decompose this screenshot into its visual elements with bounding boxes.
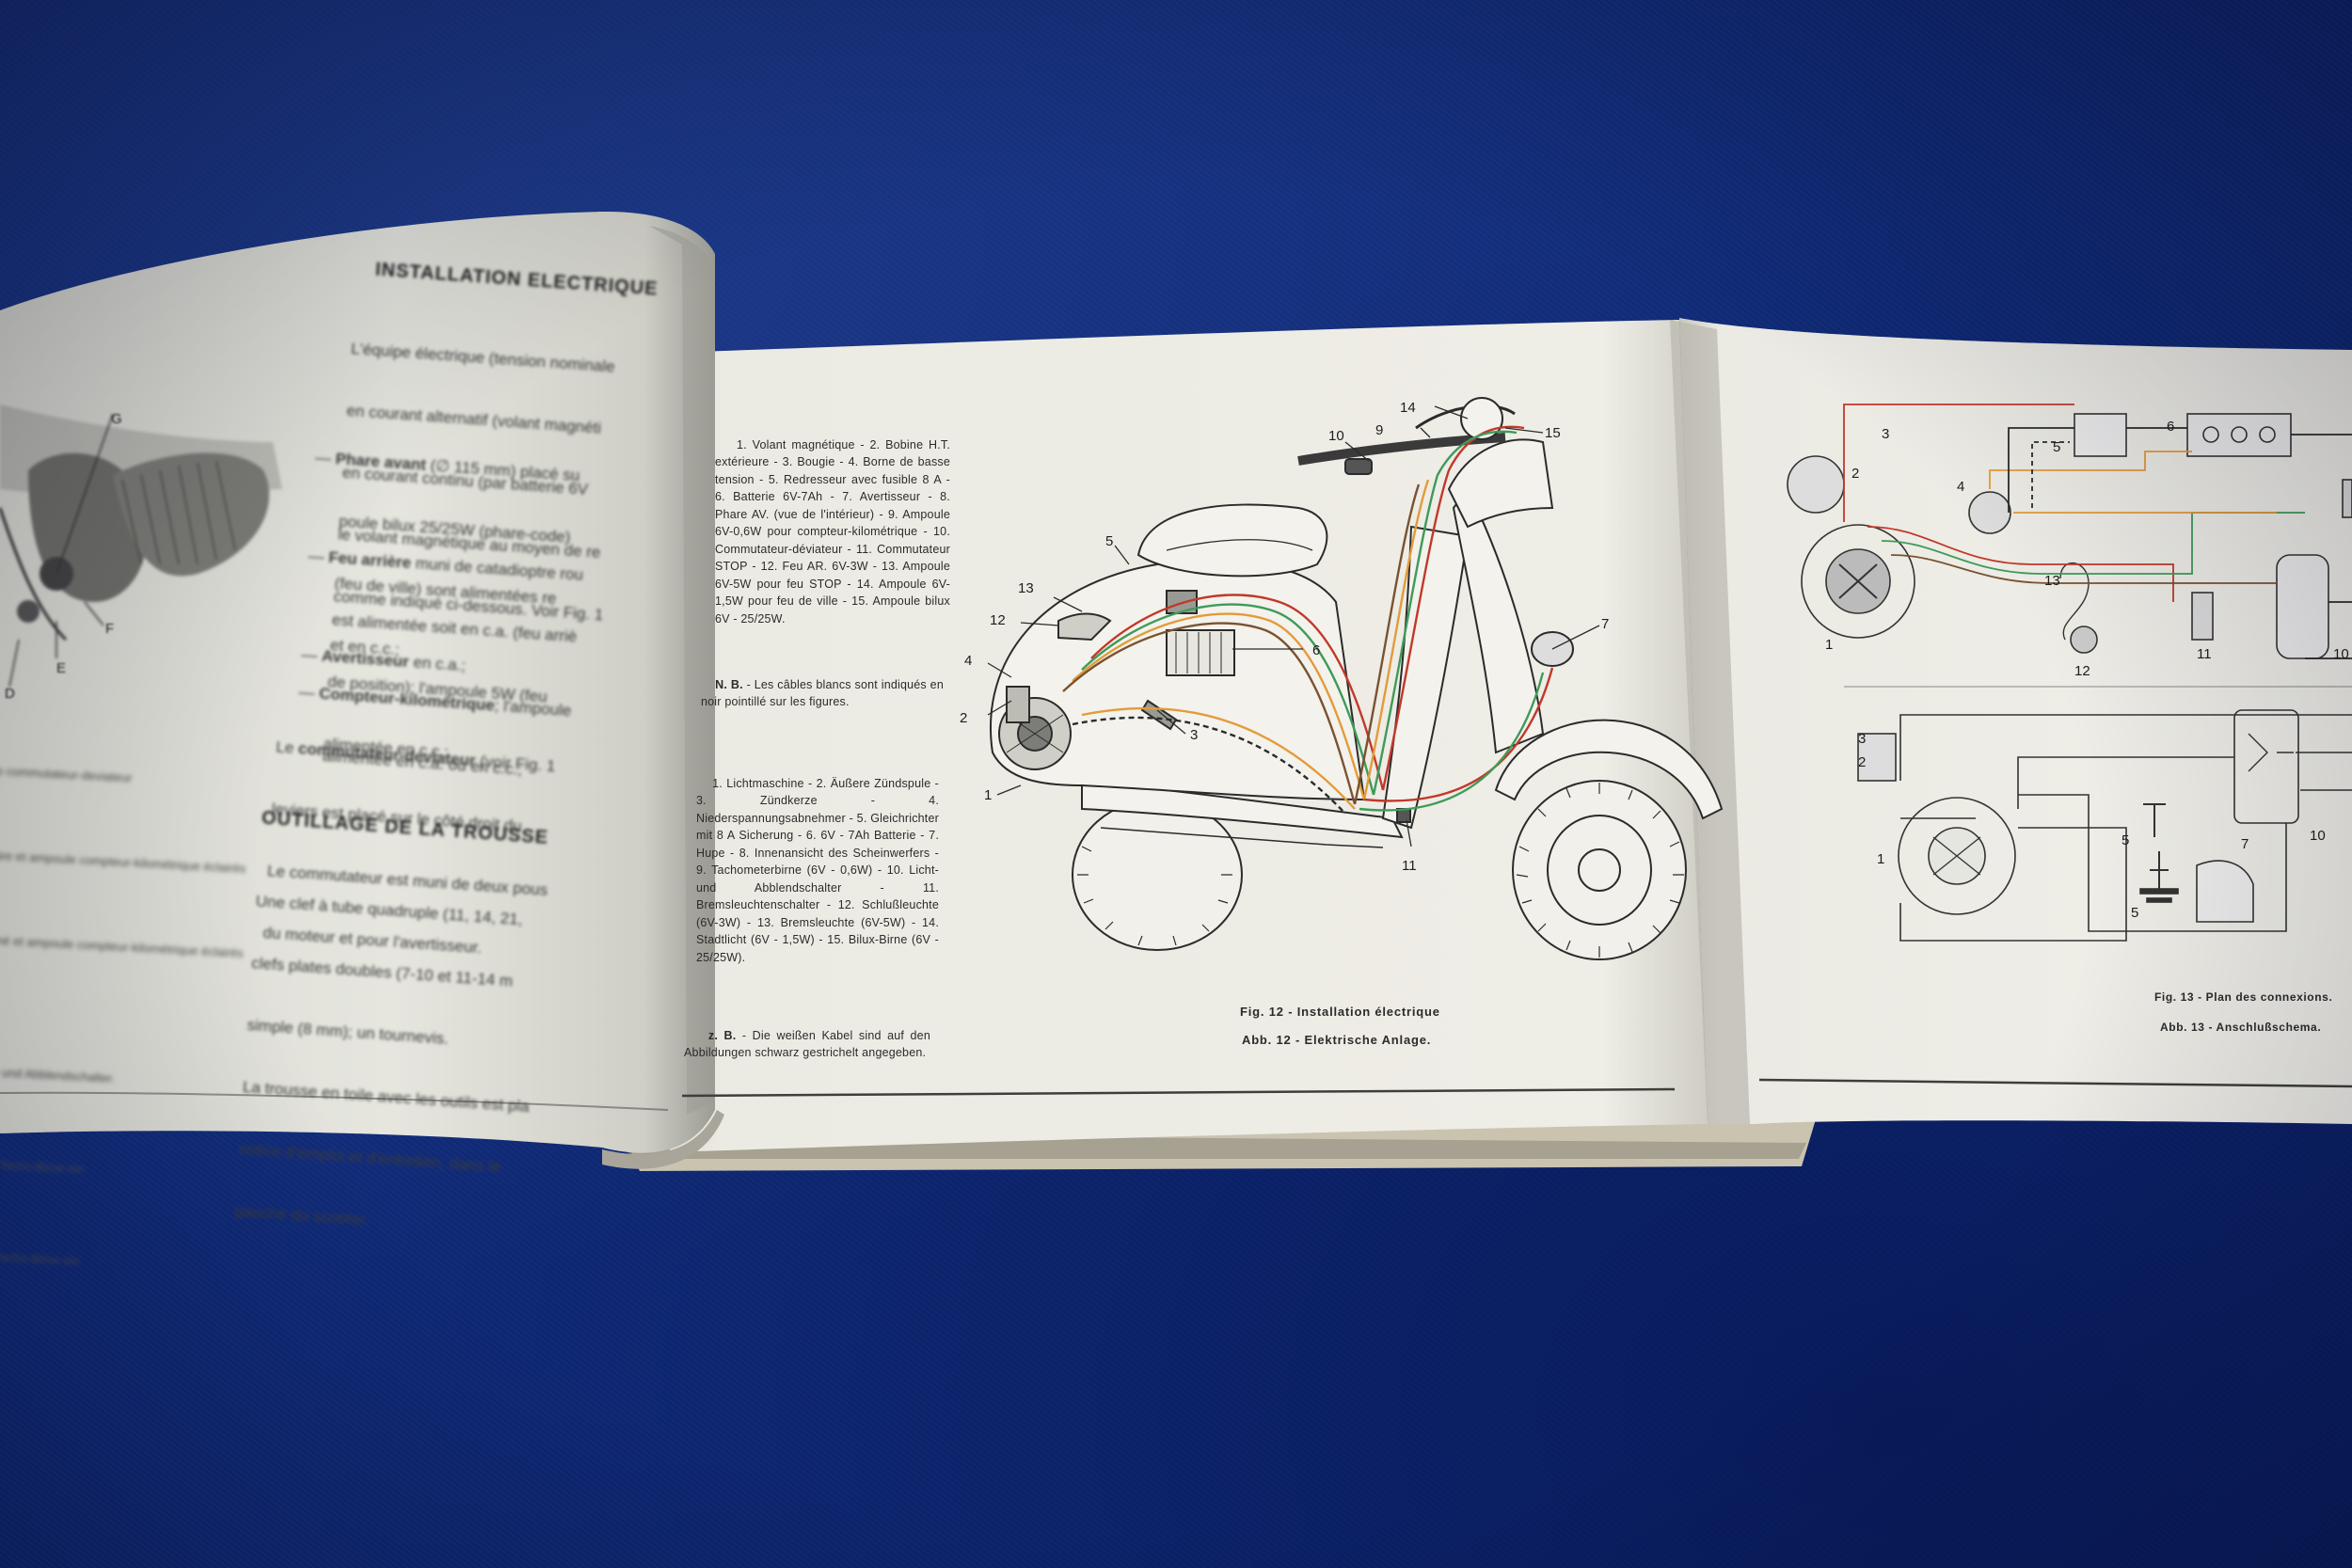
note-german: z. B. - Die weißen Kabel sind auf den Ab…	[684, 1028, 933, 1060]
schematic-callout-2: 2	[1851, 466, 1859, 482]
schematic-callout-11: 11	[2197, 646, 2212, 662]
schematic-callout-13: 13	[2044, 573, 2060, 589]
schematic-callout-7: 7	[2241, 836, 2249, 852]
schematic-callout-3: 3	[1882, 426, 1889, 442]
handlebar-illustration	[0, 404, 282, 688]
svg-text:D: D	[5, 686, 15, 702]
callout-14: 14	[1400, 400, 1416, 416]
schematic-callout-10b: 10	[2310, 828, 2326, 844]
note-french: N. B. - Les câbles blancs sont indiqués …	[701, 677, 947, 709]
callout-10: 10	[1328, 428, 1344, 444]
schematic-callout-6: 6	[2167, 419, 2174, 435]
callout-12: 12	[990, 612, 1006, 628]
schematic-callout-3b: 3	[1858, 731, 1866, 747]
schematic-callout-1: 1	[1825, 637, 1833, 653]
svg-text:F: F	[105, 621, 114, 637]
right-page	[1679, 318, 2352, 1124]
schematic-callout-5: 5	[2053, 439, 2060, 455]
callout-2: 2	[960, 710, 967, 726]
schematic-callouts: 3 2 1 4 5 6 13 12 11 10 3 2 1 5 5 7 10	[1825, 419, 2349, 921]
legend-french: 1. Volant magnétique - 2. Bobine H.T. ex…	[715, 437, 954, 626]
schematic-callout-1b: 1	[1877, 851, 1884, 867]
svg-text:G: G	[111, 411, 122, 427]
connection-schematic	[1787, 404, 2352, 942]
schematic-callout-2b: 2	[1858, 754, 1866, 770]
callout-6: 6	[1312, 642, 1320, 658]
fig12-caption-de: Abb. 12 - Elektrische Anlage.	[1242, 1033, 1432, 1047]
legend-german: 1. Lichtmaschine - 2. Äußere Zündspule -…	[696, 776, 943, 964]
schematic-callout-5b: 5	[2122, 832, 2129, 848]
callout-9: 9	[1375, 422, 1383, 438]
svg-text:E: E	[56, 660, 66, 676]
schematic-callout-10: 10	[2333, 646, 2349, 662]
scooter-wiring-illustration	[987, 397, 1724, 960]
callout-1: 1	[984, 787, 992, 803]
schematic-callout-12: 12	[2074, 663, 2090, 679]
left-page-text: INSTALLATION ELECTRIQUE L'équipe électri…	[233, 254, 733, 1229]
callout-5: 5	[1105, 533, 1113, 549]
callout-3: 3	[1190, 727, 1198, 743]
callout-15: 15	[1545, 425, 1561, 441]
tools-paragraph: Une clef à tube quadruple (11, 14, 21, c…	[233, 892, 531, 1229]
fig13-caption-fr: Fig. 13 - Plan des connexions.	[2154, 990, 2333, 1004]
callout-4: 4	[964, 653, 972, 669]
schematic-callout-5c: 5	[2131, 905, 2138, 921]
callout-7: 7	[1601, 616, 1609, 632]
schematic-callout-4: 4	[1957, 479, 1964, 495]
fig12-caption-fr: Fig. 12 - Installation électrique	[1240, 1005, 1440, 1019]
left-partial-caption: o commutateur-deviateur aire et ampoule …	[0, 763, 246, 1269]
callout-11: 11	[1402, 858, 1417, 874]
callout-13: 13	[1018, 580, 1034, 596]
fig13-caption-de: Abb. 13 - Anschlußschema.	[2160, 1021, 2322, 1034]
scooter-callouts: 1 2 3 4 5 6 7 9 10 11 12 13 14 15	[960, 400, 1609, 874]
left-figure-letters: G E F D	[5, 411, 122, 702]
